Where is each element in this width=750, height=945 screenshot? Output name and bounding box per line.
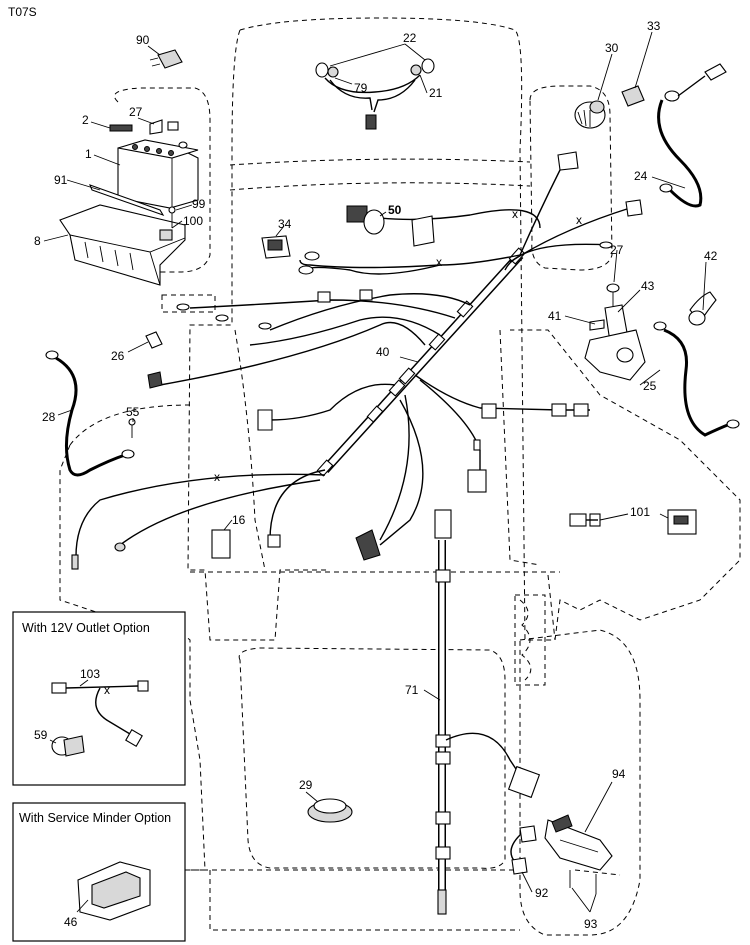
part-93-screws xyxy=(569,870,597,894)
callout-50: 50 xyxy=(388,203,402,217)
callout-55: 55 xyxy=(126,405,140,419)
callout-30: 30 xyxy=(605,41,619,55)
main-wire-harness: x x x x xyxy=(75,169,631,561)
part-103-outlet-harness: x xyxy=(51,680,149,747)
part-28-cable xyxy=(45,350,135,477)
part-42-terminal-boot xyxy=(688,291,717,326)
callout-labels: 90 22 79 21 30 33 2 27 1 91 99 100 8 34 … xyxy=(34,19,718,931)
callout-93: 93 xyxy=(584,917,598,931)
callout-2: 2 xyxy=(82,113,89,127)
part-34-switch xyxy=(261,235,291,259)
callout-27-battery: 27 xyxy=(129,105,143,119)
leader-lines xyxy=(43,31,707,913)
connectors-left xyxy=(71,371,381,570)
connectors-upper-right xyxy=(176,151,643,493)
callout-43: 43 xyxy=(641,279,655,293)
callout-94: 94 xyxy=(612,767,626,781)
part-90-connector xyxy=(149,49,183,69)
callout-26: 26 xyxy=(111,349,125,363)
callout-1: 1 xyxy=(85,147,92,161)
service-minder-option-title: With Service Minder Option xyxy=(19,811,172,825)
part-94-seat-switch xyxy=(544,814,613,871)
callout-25: 25 xyxy=(643,379,657,393)
part-26-fuse xyxy=(145,331,163,349)
part-46-service-minder xyxy=(77,861,151,921)
option-box-12v-outlet xyxy=(12,611,186,786)
part-1-battery xyxy=(117,139,199,209)
part-43-solenoid xyxy=(584,283,646,381)
callout-21: 21 xyxy=(429,86,443,100)
callout-33: 33 xyxy=(647,19,661,33)
part-59-outlet xyxy=(51,735,85,757)
callout-24: 24 xyxy=(634,169,648,183)
callout-46: 46 xyxy=(64,915,78,929)
svg-text:x: x xyxy=(214,470,220,484)
callout-22: 22 xyxy=(403,31,417,45)
callout-59: 59 xyxy=(34,728,48,742)
callout-99: 99 xyxy=(192,197,206,211)
part-33-module xyxy=(621,85,645,107)
part-99-screw xyxy=(168,206,176,228)
part-22-headlight-harness xyxy=(315,58,435,130)
callout-100: 100 xyxy=(183,214,203,228)
callout-40: 40 xyxy=(376,345,390,359)
callout-16: 16 xyxy=(232,513,246,527)
part-101-connector xyxy=(569,509,697,535)
part-50-pto-switch xyxy=(346,205,435,247)
callout-28: 28 xyxy=(42,410,56,424)
callout-91: 91 xyxy=(54,173,68,187)
svg-text:x: x xyxy=(512,207,518,221)
svg-text:x: x xyxy=(436,255,442,269)
part-25-ground-cable xyxy=(653,321,740,437)
callout-29: 29 xyxy=(299,778,313,792)
callout-90: 90 xyxy=(136,33,150,47)
part-29-grommet xyxy=(307,798,353,823)
svg-text:x: x xyxy=(104,683,110,697)
part-30-ignition-switch xyxy=(574,100,606,129)
callout-42: 42 xyxy=(704,249,718,263)
part-92-connector xyxy=(510,825,537,875)
callout-79: 79 xyxy=(354,81,368,95)
callout-34: 34 xyxy=(278,217,292,231)
callout-27-right: 27 xyxy=(610,243,624,257)
svg-text:x: x xyxy=(576,213,582,227)
part-8-battery-tray xyxy=(59,204,186,286)
part-2-bolt xyxy=(109,119,179,135)
callout-41: 41 xyxy=(548,309,562,323)
harness-71 xyxy=(434,509,541,915)
diagram-code: T07S xyxy=(8,5,37,19)
part-24-battery-cable xyxy=(657,63,727,208)
callout-103: 103 xyxy=(80,667,100,681)
outlet-option-title: With 12V Outlet Option xyxy=(22,621,150,635)
callout-92: 92 xyxy=(535,886,549,900)
callout-8: 8 xyxy=(34,234,41,248)
callout-101: 101 xyxy=(630,505,650,519)
part-91-strap xyxy=(89,184,165,217)
callout-71: 71 xyxy=(405,683,419,697)
part-55-bolt xyxy=(128,418,136,438)
